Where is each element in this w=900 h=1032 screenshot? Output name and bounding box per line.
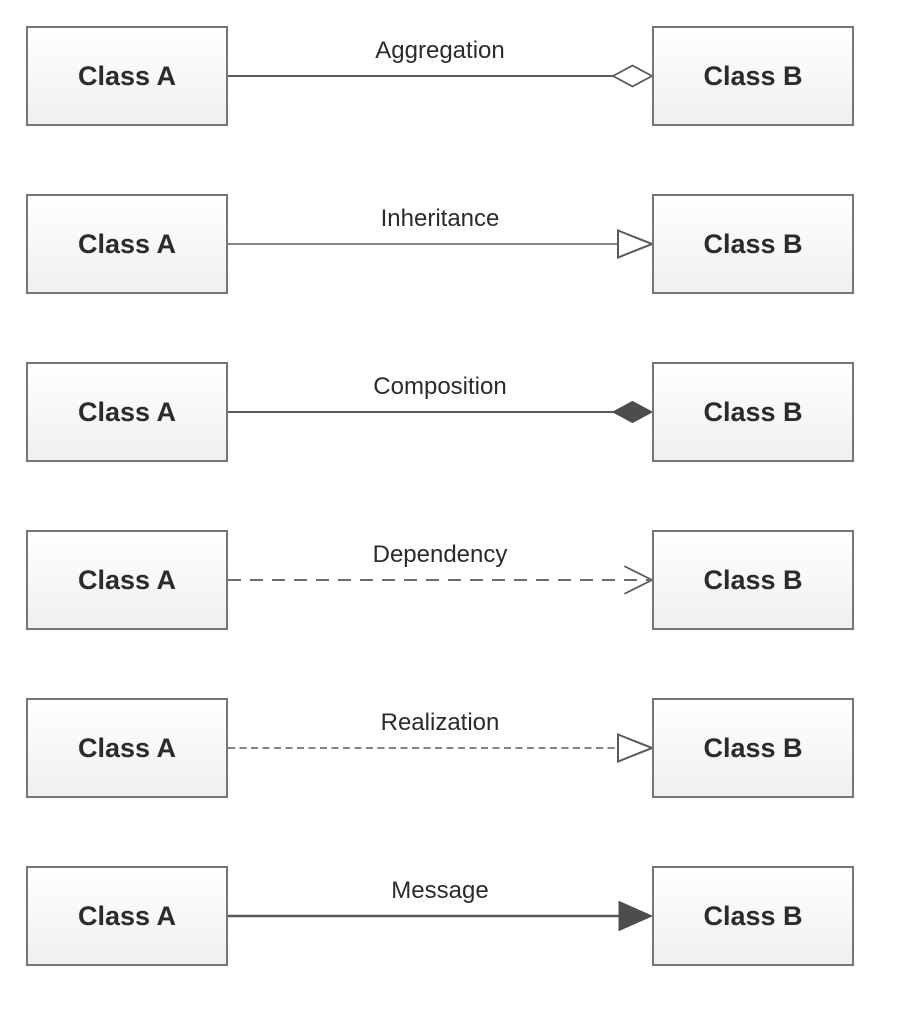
class-a-node: Class A bbox=[26, 530, 228, 630]
class-b-node: Class B bbox=[652, 530, 854, 630]
open-arrow-icon bbox=[624, 565, 652, 595]
connector-message bbox=[228, 900, 652, 932]
class-a-node: Class A bbox=[26, 26, 228, 126]
relationship-row-aggregation: Class A Aggregation Class B bbox=[0, 26, 900, 126]
filled-triangle-icon bbox=[618, 900, 652, 932]
connector-inheritance bbox=[228, 229, 652, 259]
class-b-node: Class B bbox=[652, 362, 854, 462]
relationship-row-dependency: Class A Dependency Class B bbox=[0, 530, 900, 630]
class-a-node: Class A bbox=[26, 194, 228, 294]
connector-aggregation bbox=[228, 64, 652, 88]
open-triangle-icon bbox=[617, 733, 652, 763]
class-b-node: Class B bbox=[652, 866, 854, 966]
relationship-row-inheritance: Class A Inheritance Class B bbox=[0, 194, 900, 294]
class-b-node: Class B bbox=[652, 26, 854, 126]
class-a-node: Class A bbox=[26, 362, 228, 462]
relationship-label: Message bbox=[391, 877, 489, 904]
class-b-node: Class B bbox=[652, 194, 854, 294]
class-b-node: Class B bbox=[652, 698, 854, 798]
relationship-row-realization: Class A Realization Class B bbox=[0, 698, 900, 798]
relationship-label: Inheritance bbox=[380, 205, 500, 232]
filled-diamond-icon bbox=[611, 400, 652, 424]
connector-composition bbox=[228, 400, 652, 424]
relationship-label: Aggregation bbox=[375, 37, 505, 64]
relationship-label: Realization bbox=[380, 709, 500, 736]
relationship-label: Composition bbox=[373, 373, 507, 400]
connector-dependency bbox=[228, 565, 652, 595]
relationship-row-message: Class A Message Class B bbox=[0, 866, 900, 966]
open-triangle-icon bbox=[617, 229, 652, 259]
relationship-label: Dependency bbox=[372, 541, 508, 568]
class-a-node: Class A bbox=[26, 698, 228, 798]
relationship-row-composition: Class A Composition Class B bbox=[0, 362, 900, 462]
class-a-node: Class A bbox=[26, 866, 228, 966]
open-diamond-icon bbox=[611, 64, 652, 88]
connector-realization bbox=[228, 733, 652, 763]
